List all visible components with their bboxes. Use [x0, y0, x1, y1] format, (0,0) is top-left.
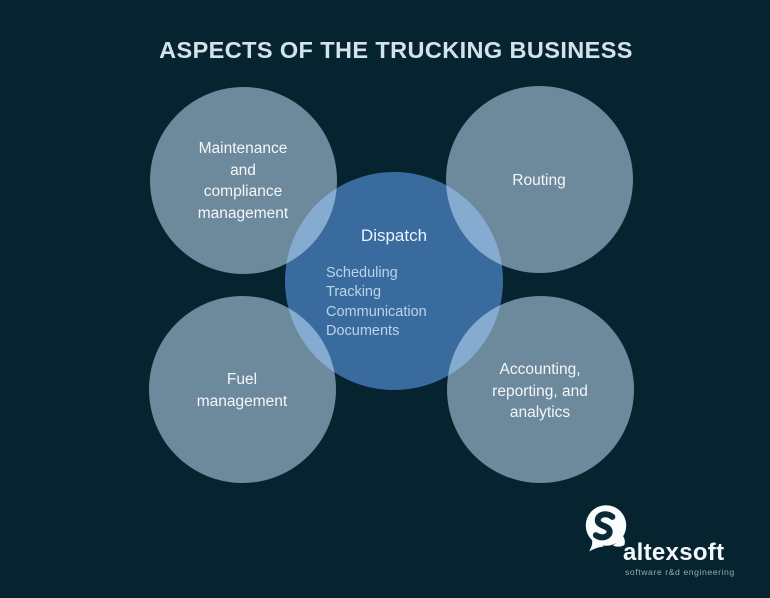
accounting-circle: [447, 296, 634, 483]
infographic-title: ASPECTS OF THE TRUCKING BUSINESS: [159, 37, 633, 63]
routing-label: Routing: [512, 172, 566, 189]
brand-tagline: software r&d engineering: [625, 567, 735, 577]
fuel-circle: [149, 296, 336, 483]
routing-circle: [446, 86, 633, 273]
dispatch-label: Dispatch: [360, 226, 428, 245]
dispatch-items-list: Scheduling Tracking Communication Docume…: [326, 265, 427, 339]
maintenance-circle: [150, 87, 337, 274]
maintenance-label: Maintenance and compliance management: [197, 140, 289, 222]
altexsoft-logo: altexsoft software r&d engineering: [582, 503, 742, 583]
fuel-label: Fuel management: [196, 371, 288, 410]
altexsoft-a-swirl-icon: [585, 505, 627, 552]
brand-wordmark: altexsoft: [623, 539, 725, 566]
accounting-label: Accounting, reporting, and analytics: [492, 361, 588, 421]
